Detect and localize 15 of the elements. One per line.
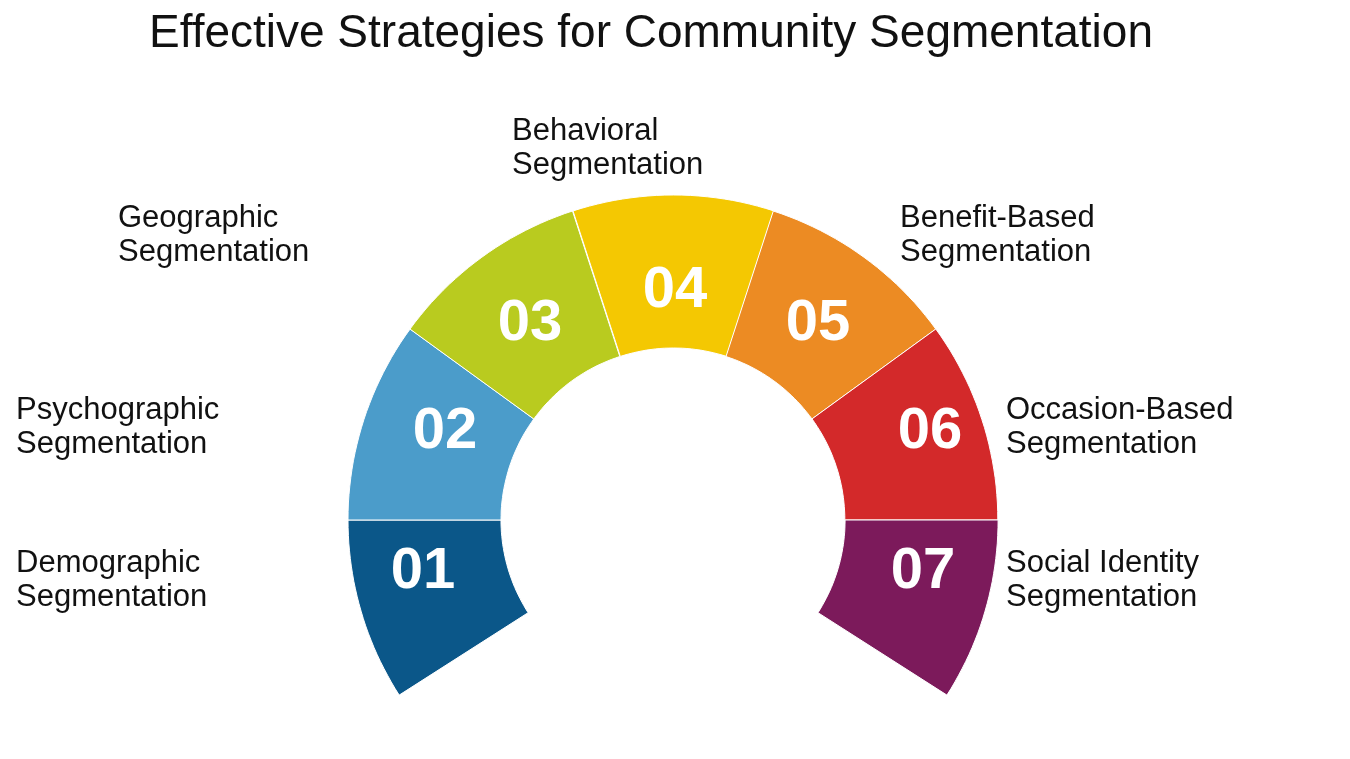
segment-label: Behavioral Segmentation (512, 113, 705, 181)
step-number: 07 (890, 539, 956, 597)
step-number: 06 (897, 399, 963, 457)
step-number: 03 (497, 291, 563, 349)
segment-label: Benefit-Based Segmentation (900, 200, 1096, 268)
segment-label: Occasion-Based Segmentation (1006, 392, 1235, 460)
step-number: 04 (642, 258, 708, 316)
segment-label: Geographic Segmentation (118, 200, 311, 268)
title: Effective Strategies for Community Segmentation (148, 4, 1154, 58)
step-number: 01 (390, 539, 456, 597)
segment-label: Social Identity Segmentation (1006, 545, 1200, 613)
step-number: 02 (412, 399, 478, 457)
segment-label: Demographic Segmentation (16, 545, 209, 613)
step-number: 05 (785, 291, 851, 349)
segment-label: Psychographic Segmentation (16, 392, 221, 460)
